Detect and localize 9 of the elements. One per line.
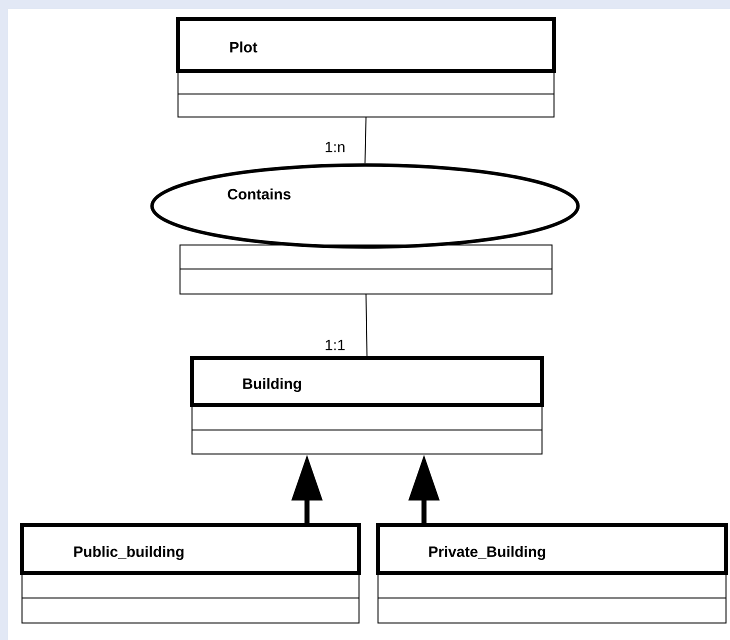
class-box: Public_building <box>20 523 361 624</box>
class-box: Building <box>190 356 544 454</box>
multiplicity-label: 1:1 <box>326 340 345 350</box>
multiplicity-label: 1:n <box>326 142 344 152</box>
connector-line <box>366 294 368 358</box>
attribute-box <box>180 244 552 294</box>
class-box: Private_Building <box>376 523 728 624</box>
class-box: Plot <box>176 17 556 118</box>
connector-line <box>364 117 366 164</box>
